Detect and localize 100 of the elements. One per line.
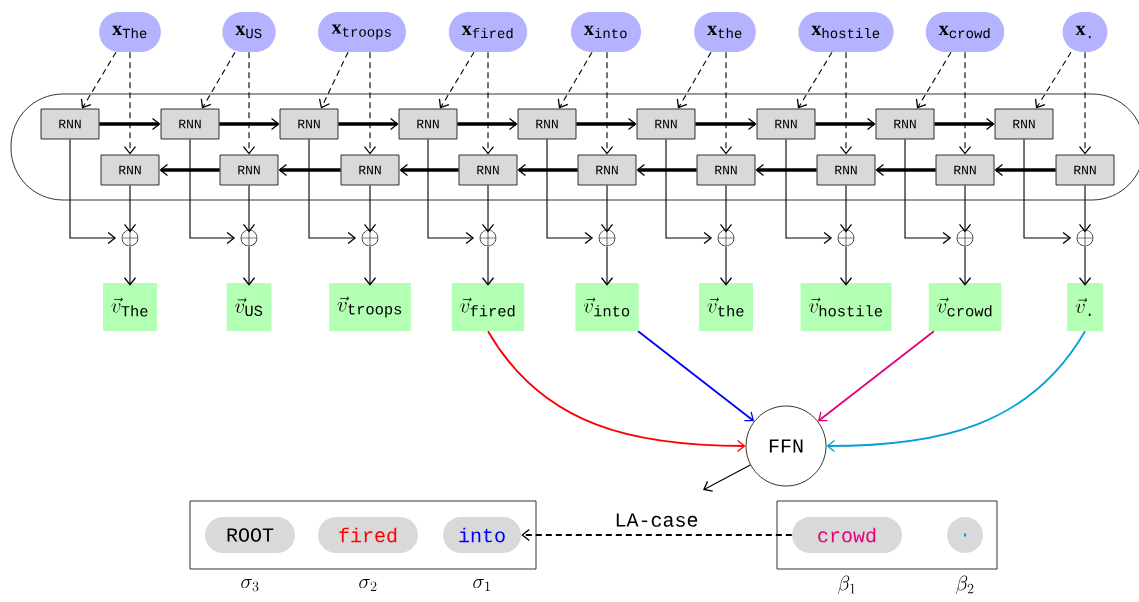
vector-box: $\vec{v}_{\texttt{troops}}$ [329,283,411,331]
rnn-box: RNN [40,108,100,140]
rnn-box: RNN [160,108,220,140]
vector-box: $\vec{v}_{\texttt{US}}$ [226,283,272,331]
input-pill: $\mathbf{x}_{\texttt{fired}}$ [448,12,528,52]
dashed-arrow [521,528,793,542]
arrow [826,330,1086,453]
arrow [123,245,137,286]
rnn-box: RNN [279,108,339,140]
dashed-arrow [318,51,349,109]
arrow [399,163,459,177]
input-pill: $\mathbf{x}_{\texttt{troops}}$ [318,12,406,52]
index-label: $\beta_2$ [956,575,974,595]
input-pill: $\mathbf{x}_{\texttt{The}}$ [99,12,161,52]
arrow [278,163,341,177]
stack-box [776,500,998,570]
arrow [69,138,117,245]
vector-box: $\vec{v}_{\texttt{the}}$ [699,283,754,331]
vector-box: $\vec{v}_{\texttt{The}}$ [103,283,158,331]
rnn-box: RNN [875,108,935,140]
index-label: $\beta_1$ [838,575,855,595]
arrow [958,245,972,286]
rnn-box: RNN [756,108,816,140]
arrow [189,138,236,245]
vector-box: $\vec{v}_{\texttt{.}}$ [1067,283,1103,331]
plus-symbol: $\oplus$ [1076,229,1094,247]
arrow [785,138,833,245]
dashed-arrow [915,51,952,109]
arrow [363,245,377,286]
arrow [219,117,280,131]
plus-symbol: $\oplus$ [479,229,497,247]
rnn-box: RNN [398,108,458,140]
arrow [839,245,853,286]
arrow [363,184,377,233]
index-label: $\sigma_2$ [359,579,377,592]
word-pill: . [947,517,983,553]
dashed-arrow [839,51,853,155]
arrow [487,330,746,453]
arrow [99,117,161,131]
plus-symbol: $\oplus$ [121,229,139,247]
plus-symbol: $\oplus$ [361,229,379,247]
vector-box: $\vec{v}_{\texttt{crowd}}$ [928,283,1002,331]
index-label: $\sigma_3$ [241,579,259,592]
input-pill: $\mathbf{x}_{\texttt{US}}$ [222,12,276,52]
vector-box: $\vec{v}_{\texttt{into}}$ [575,283,639,331]
plus-symbol: $\oplus$ [240,229,258,247]
word-pill: ROOT [205,517,295,553]
arrow [719,245,733,286]
rnn-box: RNN [696,154,756,186]
dashed-arrow [1078,51,1092,155]
plus-symbol: $\oplus$ [956,229,974,247]
arrow [994,163,1056,177]
plus-symbol: $\oplus$ [598,229,616,247]
vector-box: $\vec{v}_{\texttt{hostile}}$ [800,283,892,331]
edge-label: LA-case [612,511,701,529]
arrow [481,184,495,233]
arrow [600,245,614,286]
dashed-arrow [242,51,256,155]
arrow [159,163,220,177]
word-pill: fired [318,517,418,553]
arrow [875,163,936,177]
input-pill: $\mathbf{x}_{\texttt{.}}$ [1062,12,1108,52]
arrow [427,138,475,245]
arrow [546,138,594,245]
dashed-arrow [958,51,972,155]
arrow [242,245,256,286]
dashed-arrow [363,51,377,155]
arrow [242,184,256,233]
rnn-box: RNN [636,108,696,140]
input-pill: $\mathbf{x}_{\texttt{into}}$ [570,12,642,52]
rnn-box: RNN [340,154,400,186]
arrow [308,138,357,245]
index-label: $\sigma_1$ [473,579,490,592]
dashed-arrow [438,51,475,109]
arrow [123,184,137,233]
arrow [934,117,995,131]
dashed-arrow [676,51,712,109]
arrow [636,163,697,177]
arrow [719,184,733,233]
arrow [755,163,817,177]
rnn-box: RNN [994,108,1054,140]
rnn-box: RNN [517,108,577,140]
input-pill: $\mathbf{x}_{\texttt{crowd}}$ [925,12,1005,52]
dashed-arrow [557,51,593,109]
dashed-arrow [600,51,614,155]
arrow [517,163,578,177]
arrow [1023,138,1072,245]
arrow [665,138,713,245]
word-pill: crowd [792,517,902,553]
arrow [637,330,755,422]
rnn-box: RNN [816,154,876,186]
dashed-arrow [80,51,117,109]
stack-box [189,500,537,570]
arrow [457,117,518,131]
arrow [481,245,495,286]
dashed-arrow [123,51,137,155]
arrow [817,330,935,422]
rounded-band [10,93,1139,201]
arrow [839,184,853,233]
arrow [703,464,751,492]
